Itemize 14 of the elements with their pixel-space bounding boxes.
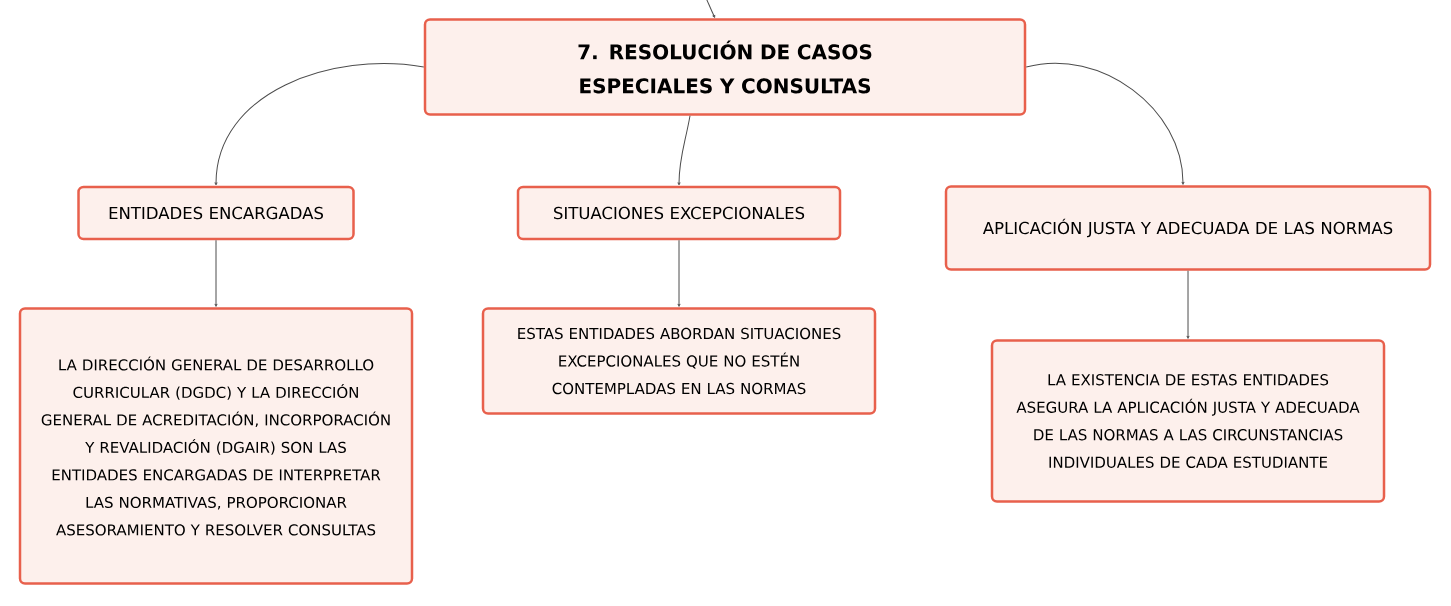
detail-box: LA DIRECCIÓN GENERAL DE DESARROLLO CURRICULAR (DGDC) Y LA DIRECCIÓN GENERAL DE ACREDITACIÓN, INCORPORACIÓN Y REVALIDACIÓN (DGAIR) SON LAS ENTIDADES ENCARGADAS DE INTERPRETAR LAS NORMATIVAS, PROPORCIONAR ASESORAMIENTO Y RESOLVER CONSULTAS [18, 307, 414, 585]
arrow [677, 239, 681, 307]
arrow [214, 63, 425, 186]
detail-box: LA EXISTENCIA DE ESTAS ENTIDADES ASEGURA LA APLICACIÓN JUSTA Y ADECUADA DE LAS NORMAS A LAS CIRCUNSTANCIAS INDIVIDUALES DE CADA ESTUDIANTE [990, 339, 1386, 503]
arrow [705, 0, 716, 18]
subtopic-box: SITUACIONES EXCEPCIONALES [516, 185, 842, 241]
detail-box: ESTAS ENTIDADES ABORDAN SITUACIONES EXCEPCIONALES QUE NO ESTÉN CONTEMPLADAS EN LAS NORMAS [481, 307, 877, 415]
topic-box: 7. RESOLUCIÓN DE CASOS ESPECIALES Y CONSULTAS [423, 18, 1027, 116]
arrow [214, 239, 218, 307]
subtopic-box: APLICACIÓN JUSTA Y ADECUADA DE LAS NORMAS [944, 185, 1432, 271]
arrow [1025, 63, 1185, 185]
arrow [1186, 270, 1190, 339]
subtopic-box: ENTIDADES ENCARGADAS [77, 185, 355, 241]
arrow [677, 115, 691, 186]
